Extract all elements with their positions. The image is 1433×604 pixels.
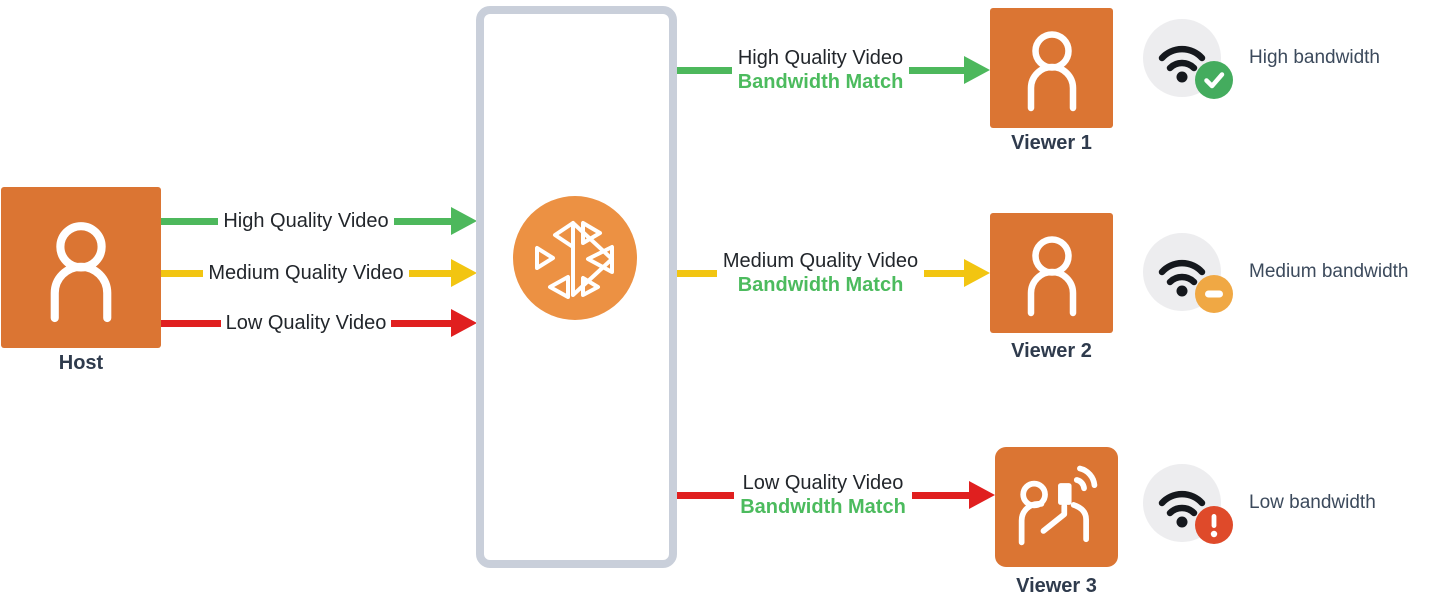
bandwidth-label-medium: Medium bandwidth bbox=[1249, 261, 1409, 282]
flow-line bbox=[924, 269, 965, 277]
egress-flow-high: High Quality Video Bandwidth Match bbox=[677, 38, 991, 102]
flow-line bbox=[161, 269, 204, 277]
arrowhead-icon bbox=[451, 259, 478, 287]
viewer2-label: Viewer 2 bbox=[1011, 340, 1092, 362]
bandwidth-status-low: Low bandwidth bbox=[1143, 464, 1376, 544]
viewer1-label: Viewer 1 bbox=[1011, 132, 1092, 154]
egress-quality-label: Low Quality Video bbox=[742, 472, 904, 494]
host-label: Host bbox=[58, 352, 104, 374]
bandwidth-label-high: High bandwidth bbox=[1249, 47, 1380, 68]
flow-line bbox=[391, 319, 451, 327]
bandwidth-match-label: Bandwidth Match bbox=[740, 496, 906, 518]
flow-line bbox=[909, 66, 965, 74]
flow-line bbox=[408, 269, 452, 277]
user-icon bbox=[1004, 20, 1100, 116]
bandwidth-status-high: High bandwidth bbox=[1143, 19, 1380, 99]
bandwidth-match-label: Bandwidth Match bbox=[737, 71, 904, 93]
ingest-flow-low-label: Low Quality Video bbox=[225, 311, 387, 334]
egress-flow-low-labels: Low Quality Video Bandwidth Match bbox=[734, 471, 912, 519]
arrowhead-icon bbox=[969, 481, 996, 509]
viewer2-node bbox=[990, 213, 1113, 333]
viewer3-label: Viewer 3 bbox=[1016, 575, 1097, 597]
media-routing-icon bbox=[513, 196, 637, 320]
ingest-flow-high-label: High Quality Video bbox=[223, 209, 389, 232]
egress-quality-label: Medium Quality Video bbox=[722, 250, 919, 272]
ingest-flow-high: High Quality Video bbox=[161, 205, 478, 237]
flow-line bbox=[677, 66, 732, 74]
user-icon bbox=[1004, 225, 1100, 321]
egress-quality-label: High Quality Video bbox=[737, 47, 904, 69]
arrowhead-icon bbox=[451, 309, 477, 337]
egress-flow-low: Low Quality Video Bandwidth Match bbox=[677, 463, 996, 527]
flow-line bbox=[161, 217, 219, 225]
viewer3-node bbox=[995, 447, 1118, 567]
ingest-flow-medium-label: Medium Quality Video bbox=[208, 261, 404, 284]
minus-badge-icon bbox=[1195, 275, 1233, 313]
flow-line bbox=[393, 217, 452, 225]
flow-line bbox=[911, 491, 970, 499]
arrowhead-icon bbox=[964, 259, 991, 287]
flow-line bbox=[161, 319, 221, 327]
check-badge-icon bbox=[1195, 61, 1233, 99]
arrowhead-icon bbox=[451, 207, 478, 235]
egress-flow-medium-labels: Medium Quality Video Bandwidth Match bbox=[717, 249, 924, 297]
arrowhead-icon bbox=[964, 56, 991, 84]
ingest-flow-low: Low Quality Video bbox=[161, 307, 477, 339]
flow-line bbox=[677, 491, 735, 499]
user-icon bbox=[21, 208, 141, 328]
mobile-streaming-user-icon bbox=[1005, 455, 1109, 559]
egress-flow-high-labels: High Quality Video Bandwidth Match bbox=[732, 46, 910, 94]
host-node bbox=[1, 187, 161, 348]
alert-badge-icon bbox=[1195, 506, 1233, 544]
bandwidth-label-low: Low bandwidth bbox=[1249, 492, 1376, 513]
egress-flow-medium: Medium Quality Video Bandwidth Match bbox=[677, 241, 991, 305]
viewer1-node bbox=[990, 8, 1113, 128]
flow-line bbox=[677, 269, 717, 277]
ingest-flow-medium: Medium Quality Video bbox=[161, 257, 478, 289]
bandwidth-status-medium: Medium bandwidth bbox=[1143, 233, 1409, 313]
bandwidth-match-label: Bandwidth Match bbox=[737, 274, 904, 296]
